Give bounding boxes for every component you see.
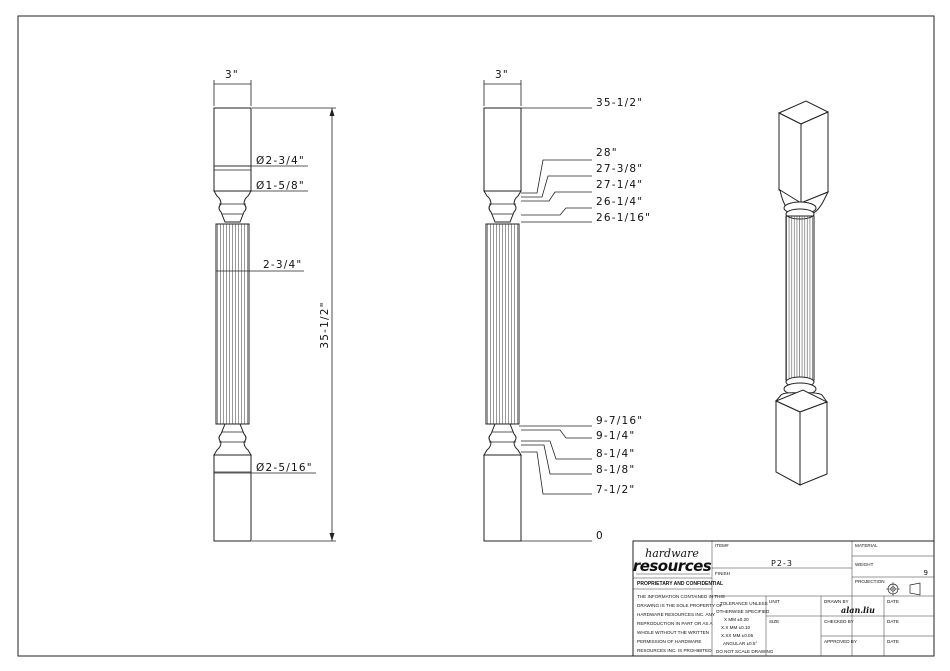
date-label-1: DATE — [887, 599, 899, 604]
tolerance-line-4: X.X MM ±0.10 — [721, 625, 751, 630]
drawing-border — [17, 15, 935, 657]
proprietary-line-4: REPRODUCTION IN PART OR AS A — [637, 621, 713, 626]
unit-label: UNIT — [769, 599, 780, 604]
size-label: SIZE — [769, 619, 779, 624]
date-label-2: DATE — [887, 619, 899, 624]
front-width-label: 3" — [225, 69, 239, 81]
elevation-8-1-4: 8-1/4" — [596, 448, 635, 460]
side-bottom-block — [483, 454, 522, 542]
weight-label: WEIGHT — [855, 562, 874, 567]
proprietary-line-2: DRAWING IS THE SOLE PROPERTY OF — [637, 603, 723, 608]
proprietary-line-5: WHOLE WITHOUT THE WRITTEN — [637, 630, 709, 635]
proprietary-line-1: THE INFORMATION CONTAINED IN THIS — [637, 594, 725, 599]
proprietary-line-7: RESOURCES INC. IS PROHIBITED — [637, 648, 712, 653]
front-diameter-1: Ø2-3/4" — [256, 155, 305, 167]
approved-by-label: APPROVED BY — [824, 639, 857, 644]
date-label-3: DATE — [887, 639, 899, 644]
elevation-27-3-8: 27-3/8" — [596, 163, 643, 175]
iso-bottom-block — [775, 400, 801, 486]
elevation-28: 28" — [596, 147, 618, 159]
side-fluted-shaft — [485, 223, 520, 425]
elevation-9-7-16: 9-7/16" — [596, 415, 643, 427]
finish-label: FINISH — [715, 571, 730, 576]
logo-resources: resources — [633, 557, 712, 575]
material-label: MATERIAL — [855, 543, 878, 548]
front-diameter-4: Ø2-5/16" — [256, 462, 313, 474]
tolerance-line-7: DO NOT SCALE DRAWING — [716, 649, 774, 654]
front-top-block — [213, 107, 252, 192]
elevation-26-1-16: 26-1/16" — [596, 212, 651, 224]
elevation-8-1-8: 8-1/8" — [596, 464, 635, 476]
item-label: ITEM# — [715, 543, 729, 548]
side-width-label: 3" — [495, 69, 509, 81]
tolerance-line-1: TOLERANCE UNLESS — [720, 601, 768, 606]
tolerance-line-5: X.XX MM ±0.05 — [721, 633, 754, 638]
projection-label: PROJECTION — [855, 579, 885, 584]
proprietary-heading: PROPRIETARY AND CONFIDENTIAL — [637, 581, 723, 587]
elevation-0: 0 — [596, 530, 604, 542]
isometric-view — [774, 100, 830, 486]
elevation-9-1-4: 9-1/4" — [596, 430, 635, 442]
elevation-7-1-2: 7-1/2" — [596, 484, 635, 496]
front-diameter-3: 2-3/4" — [263, 259, 302, 271]
front-fluted-shaft — [215, 223, 250, 425]
drawn-by-label: DRAWN BY — [824, 599, 849, 604]
elevation-26-1-4: 26-1/4" — [596, 196, 643, 208]
item-value: P2-3 — [771, 559, 793, 568]
checked-by-label: CHECKED BY — [824, 619, 854, 624]
tolerance-line-6: ANGULAR ±0.5° — [723, 641, 757, 646]
front-bottom-block — [213, 454, 252, 542]
tolerance-line-2: OTHERWISE SPECIFIED — [716, 609, 770, 614]
proprietary-line-3: HARDWARE RESOURCES INC. ANY — [637, 612, 715, 617]
tolerance-line-3: X MM ±0.20 — [724, 617, 749, 622]
side-view: 3" 35-1/2" 28" 27-3/8" 27-1/4" 26-1/4" 2… — [483, 69, 651, 542]
front-view: 3" Ø2-3/4" Ø1-5/8" 2-3/4" Ø2-5/16" — [213, 69, 336, 542]
projection-symbol-icon — [886, 582, 921, 596]
front-diameter-2: Ø1-5/8" — [256, 180, 305, 192]
logo-hardware: hardware — [645, 547, 699, 560]
title-block: hardware resources PROPRIETARY AND CONFI… — [632, 540, 935, 657]
weight-value: 9 — [924, 569, 928, 577]
side-top-block — [483, 107, 522, 192]
proprietary-line-6: PERMISSION OF HARDWARE — [637, 639, 701, 644]
elevation-35-1-2: 35-1/2" — [596, 97, 643, 109]
elevation-27-1-4: 27-1/4" — [596, 179, 643, 191]
front-height-label: 35-1/2" — [319, 301, 331, 348]
drawn-by-value: alan.liu — [841, 605, 875, 615]
iso-fluted-shaft — [785, 215, 815, 381]
